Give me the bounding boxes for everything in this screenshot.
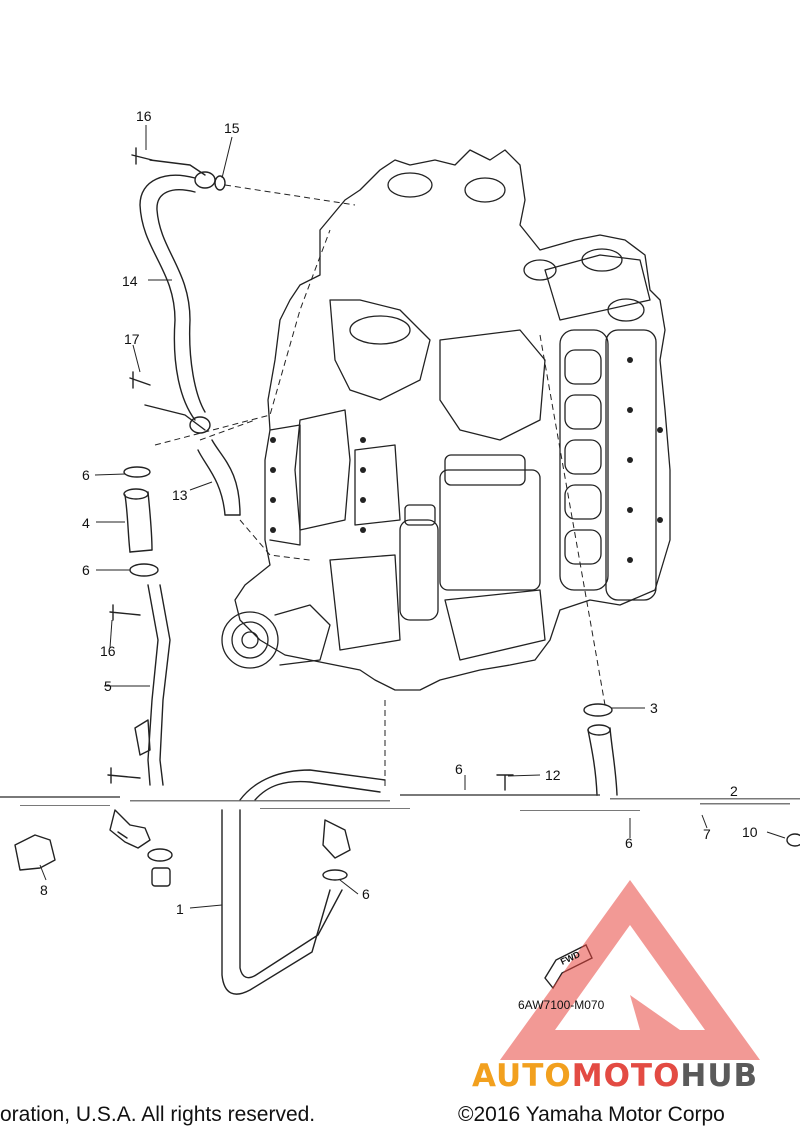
callout-6-lower: 6 (362, 886, 370, 902)
callout-13: 13 (172, 487, 188, 503)
watermark-wordmark: AUTOMOTOHUB (472, 1058, 758, 1094)
callout-6-right: 6 (625, 835, 633, 851)
callout-6-mid: 6 (82, 562, 90, 578)
callout-5: 5 (104, 678, 112, 694)
callout-4: 4 (82, 515, 90, 531)
watermark-triangle-icon (500, 880, 760, 1060)
watermark-part-auto: AUTO (472, 1058, 572, 1094)
callout-16-top: 16 (136, 108, 152, 124)
footer-left-copyright: oration, U.S.A. All rights reserved. (0, 1103, 316, 1126)
callout-3: 3 (650, 700, 658, 716)
callout-2: 2 (730, 783, 738, 799)
callout-17: 17 (124, 331, 140, 347)
callout-16-mid: 16 (100, 643, 116, 659)
callout-14: 14 (122, 273, 138, 289)
watermark-part-hub: HUB (680, 1058, 759, 1094)
callout-6-upper: 6 (82, 467, 90, 483)
diagram-code: 6AW7100-M070 (518, 998, 605, 1012)
callout-1: 1 (176, 901, 184, 917)
footer-right-copyright: ©2016 Yamaha Motor Corpo (458, 1103, 725, 1126)
callout-6-center: 6 (455, 761, 463, 777)
callout-12: 12 (545, 767, 561, 783)
callout-10: 10 (742, 824, 758, 840)
callout-8: 8 (40, 882, 48, 898)
watermark-part-moto: MOTO (571, 1058, 681, 1094)
callout-15: 15 (224, 120, 240, 136)
engine-block-outline (234, 149, 671, 691)
callout-7: 7 (703, 826, 711, 842)
